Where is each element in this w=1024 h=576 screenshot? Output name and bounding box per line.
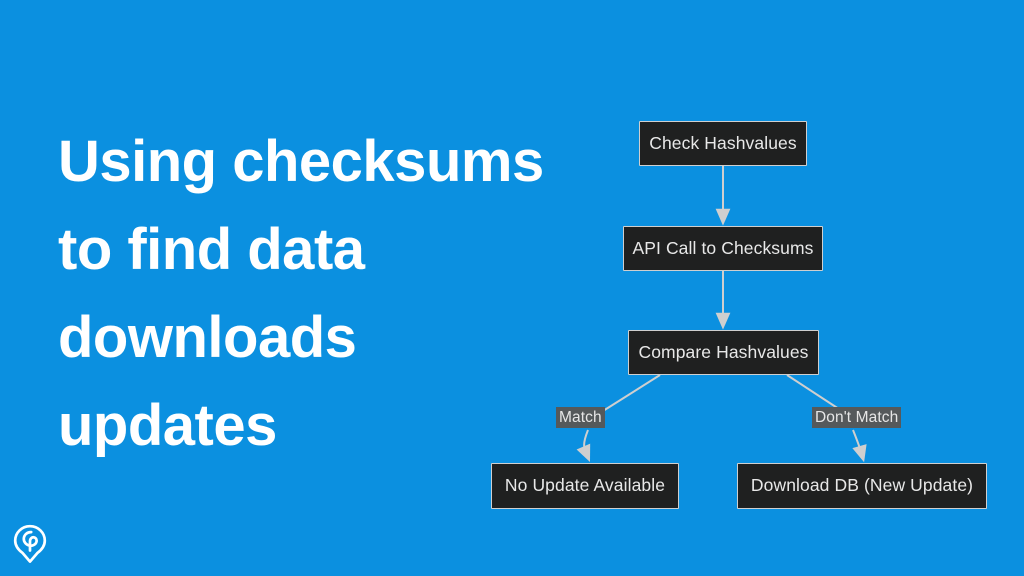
flow-node-api-call-to-checksums[interactable]: API Call to Checksums: [623, 226, 823, 271]
title-line-3: downloads: [58, 305, 357, 370]
edge-dontmatch-to-download: [852, 429, 867, 463]
edge-label-dont-match: Don't Match: [812, 407, 902, 428]
edge-compare-to-match-label: [602, 374, 661, 412]
flow-node-no-update-available[interactable]: No Update Available: [491, 463, 679, 509]
flowchart-edges: [576, 166, 867, 463]
location-pin-spiral-logo: [13, 524, 47, 563]
title-line-1: Using checksums: [58, 129, 544, 194]
edge-label-match: Match: [556, 407, 605, 428]
flow-node-download-db-new-update[interactable]: Download DB (New Update): [737, 463, 987, 509]
flow-node-check-hashvalues[interactable]: Check Hashvalues: [639, 121, 807, 166]
title-line-2: to find data: [58, 217, 365, 282]
flow-node-compare-hashvalues[interactable]: Compare Hashvalues: [628, 330, 819, 375]
checksum-flowchart: Check Hashvalues API Call to Checksums C…: [470, 100, 1010, 530]
edge-compare-to-dontmatch-label: [786, 374, 843, 412]
pin-spiral: [22, 530, 38, 552]
edge-match-to-noupdate: [576, 429, 591, 462]
page-title: Using checksums to find data downloads u…: [58, 118, 578, 470]
title-line-4: updates: [58, 393, 277, 458]
pin-outline: [13, 524, 47, 563]
